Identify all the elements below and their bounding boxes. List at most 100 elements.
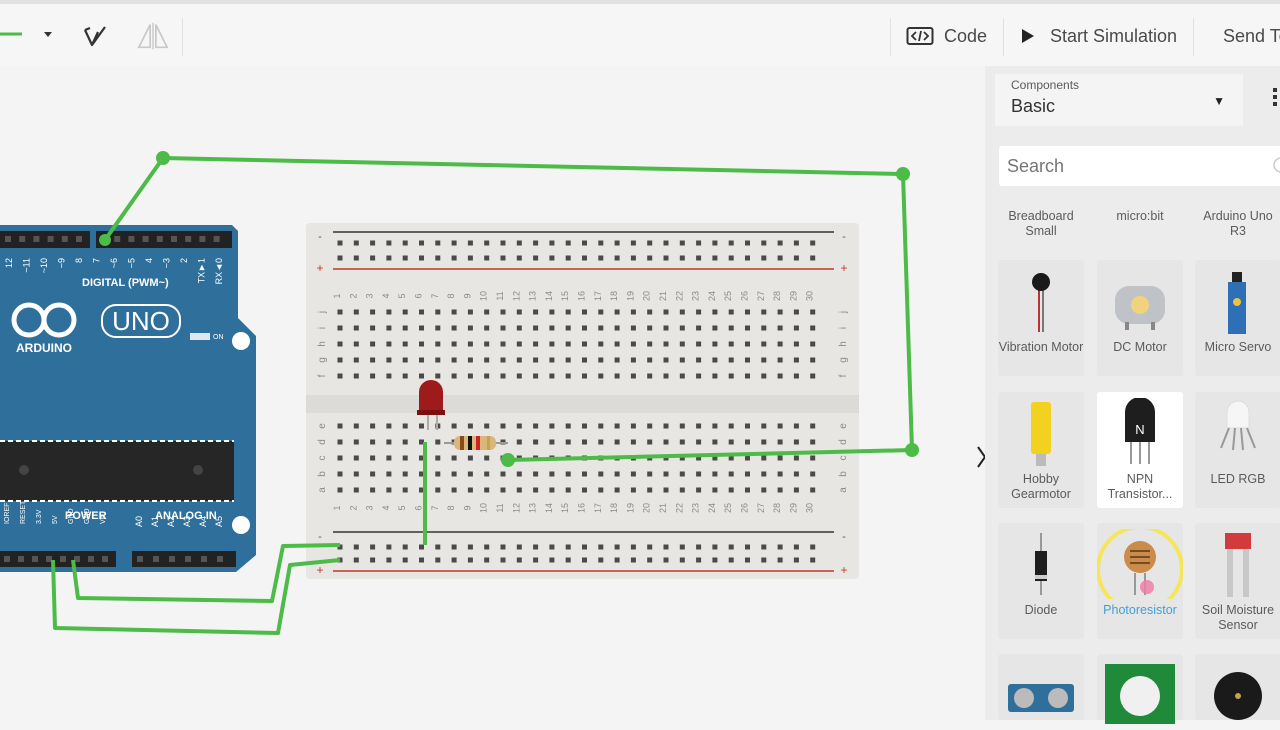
- breadboard-hole[interactable]: [745, 455, 750, 461]
- search-input[interactable]: [999, 146, 1265, 186]
- breadboard-hole[interactable]: [516, 373, 522, 379]
- breadboard-hole[interactable]: [777, 325, 783, 331]
- breadboard-hole[interactable]: [419, 373, 424, 379]
- breadboard-hole[interactable]: [630, 309, 636, 315]
- breadboard-hole[interactable]: [386, 341, 392, 347]
- breadboard-hole[interactable]: [728, 471, 734, 477]
- breadboard-hole[interactable]: [810, 341, 816, 347]
- breadboard-hole[interactable]: [516, 240, 522, 246]
- breadboard-hole[interactable]: [647, 325, 653, 331]
- component-npn-transistor[interactable]: N NPN Transistor...: [1097, 392, 1183, 508]
- breadboard-hole[interactable]: [500, 557, 506, 563]
- breadboard-hole[interactable]: [793, 544, 799, 550]
- breadboard-hole[interactable]: [582, 471, 587, 477]
- breadboard-hole[interactable]: [761, 439, 767, 445]
- breadboard-hole[interactable]: [728, 309, 734, 315]
- wire-gnd-to-breadboard[interactable]: [71, 543, 341, 603]
- breadboard-hole[interactable]: [533, 471, 539, 477]
- breadboard-hole[interactable]: [582, 487, 587, 493]
- breadboard-hole[interactable]: [565, 439, 571, 445]
- breadboard-hole[interactable]: [728, 341, 734, 347]
- breadboard-hole[interactable]: [565, 544, 571, 550]
- breadboard-hole[interactable]: [630, 557, 636, 563]
- breadboard-hole[interactable]: [386, 240, 392, 246]
- breadboard-hole[interactable]: [745, 325, 750, 331]
- breadboard-hole[interactable]: [761, 325, 767, 331]
- header-pin[interactable]: [169, 556, 175, 562]
- breadboard-hole[interactable]: [402, 255, 408, 261]
- breadboard-hole[interactable]: [761, 455, 767, 461]
- breadboard-hole[interactable]: [614, 373, 620, 379]
- arduino-pin-headers[interactable]: [4, 236, 223, 562]
- breadboard-hole[interactable]: [598, 373, 604, 379]
- breadboard-hole[interactable]: [810, 557, 816, 563]
- breadboard-hole[interactable]: [810, 423, 816, 429]
- breadboard-hole[interactable]: [370, 423, 376, 429]
- breadboard-hole[interactable]: [484, 455, 490, 461]
- breadboard-hole[interactable]: [533, 373, 539, 379]
- header-pin[interactable]: [19, 236, 26, 242]
- header-pin[interactable]: [201, 556, 207, 562]
- breadboard-hole[interactable]: [761, 471, 767, 477]
- breadboard-hole[interactable]: [467, 240, 473, 246]
- breadboard-hole[interactable]: [533, 255, 539, 261]
- breadboard-hole[interactable]: [810, 240, 816, 246]
- breadboard-hole[interactable]: [549, 557, 555, 563]
- breadboard-hole[interactable]: [777, 544, 783, 550]
- breadboard-hole[interactable]: [500, 423, 506, 429]
- breadboard-hole[interactable]: [679, 240, 685, 246]
- breadboard-hole[interactable]: [565, 471, 571, 477]
- breadboard-hole[interactable]: [549, 487, 555, 493]
- component-microbit[interactable]: micro:bit: [1116, 209, 1164, 223]
- breadboard-hole[interactable]: [679, 325, 685, 331]
- breadboard-hole[interactable]: [533, 557, 539, 563]
- breadboard-hole[interactable]: [582, 341, 587, 347]
- breadboard-hole[interactable]: [386, 309, 392, 315]
- breadboard-hole[interactable]: [598, 423, 604, 429]
- breadboard-hole[interactable]: [386, 325, 392, 331]
- breadboard-hole[interactable]: [630, 487, 636, 493]
- breadboard-hole[interactable]: [435, 341, 441, 347]
- breadboard-hole[interactable]: [679, 373, 685, 379]
- breadboard-hole[interactable]: [484, 341, 490, 347]
- breadboard-hole[interactable]: [614, 557, 620, 563]
- breadboard-hole[interactable]: [386, 423, 392, 429]
- breadboard-hole[interactable]: [549, 255, 555, 261]
- breadboard-hole[interactable]: [484, 373, 490, 379]
- component-diode[interactable]: Diode: [998, 523, 1084, 639]
- breadboard-hole[interactable]: [549, 357, 555, 363]
- header-pin[interactable]: [33, 236, 40, 242]
- breadboard-hole[interactable]: [696, 357, 702, 363]
- breadboard-hole[interactable]: [402, 487, 408, 493]
- breadboard-hole[interactable]: [793, 373, 799, 379]
- header-pin[interactable]: [46, 556, 52, 562]
- breadboard-hole[interactable]: [793, 357, 799, 363]
- breadboard-hole[interactable]: [484, 487, 490, 493]
- breadboard-hole[interactable]: [777, 357, 783, 363]
- breadboard-hole[interactable]: [696, 325, 702, 331]
- breadboard-hole[interactable]: [630, 423, 636, 429]
- breadboard-hole[interactable]: [614, 240, 620, 246]
- breadboard-hole[interactable]: [435, 439, 441, 445]
- breadboard-hole[interactable]: [353, 255, 359, 261]
- breadboard-hole[interactable]: [793, 255, 799, 261]
- breadboard-hole[interactable]: [353, 487, 359, 493]
- breadboard-hole[interactable]: [761, 309, 767, 315]
- breadboard-hole[interactable]: [353, 544, 359, 550]
- header-pin[interactable]: [74, 556, 80, 562]
- breadboard-hole[interactable]: [467, 255, 473, 261]
- breadboard-hole[interactable]: [696, 557, 702, 563]
- breadboard-hole[interactable]: [679, 357, 685, 363]
- breadboard-hole[interactable]: [516, 487, 522, 493]
- breadboard-hole[interactable]: [712, 309, 718, 315]
- component-arduino-uno[interactable]: Arduino Uno R3: [1203, 209, 1273, 238]
- breadboard-hole[interactable]: [370, 255, 376, 261]
- breadboard-hole[interactable]: [500, 544, 506, 550]
- breadboard-hole[interactable]: [451, 255, 457, 261]
- header-pin[interactable]: [153, 556, 159, 562]
- breadboard-hole[interactable]: [810, 439, 816, 445]
- component-ultrasonic-sensor[interactable]: [998, 654, 1084, 720]
- breadboard-hole[interactable]: [777, 309, 783, 315]
- breadboard-hole[interactable]: [402, 471, 408, 477]
